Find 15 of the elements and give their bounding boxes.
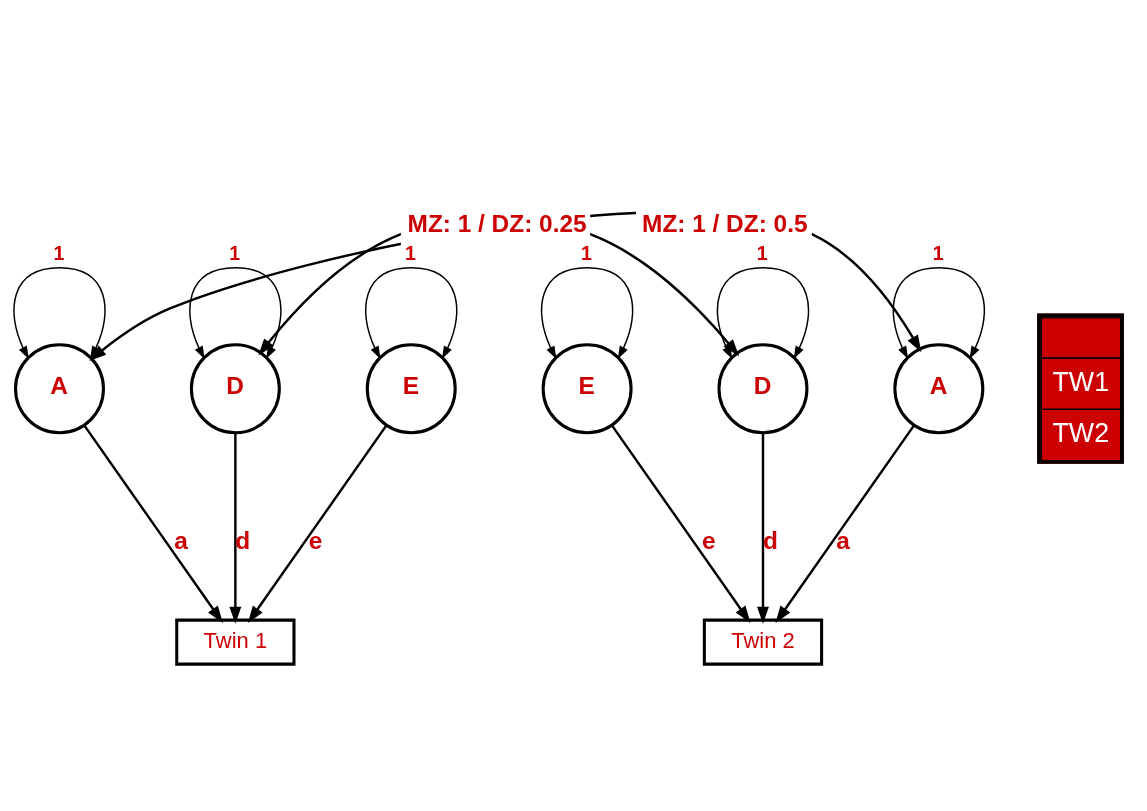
edge-label: e [308,527,323,555]
label: TW1 [1052,366,1110,397]
edge-label: MZ: 1 / DZ: 0.25 [407,209,587,237]
edge-label: e [701,527,716,555]
edge-label: 1 [405,242,416,265]
edge-label: a [836,527,850,555]
edge-label: 1 [756,242,768,265]
edge-label: a [174,527,188,555]
edge-label: d [762,527,778,555]
edge-label: 1 [53,242,65,265]
label: TW2 [1052,417,1110,448]
edge-label: 1 [229,242,241,265]
edge-label: 1 [932,242,944,265]
edge-label: 1 [581,242,592,265]
edge-label: MZ: 1 / DZ: 0.5 [642,209,808,237]
